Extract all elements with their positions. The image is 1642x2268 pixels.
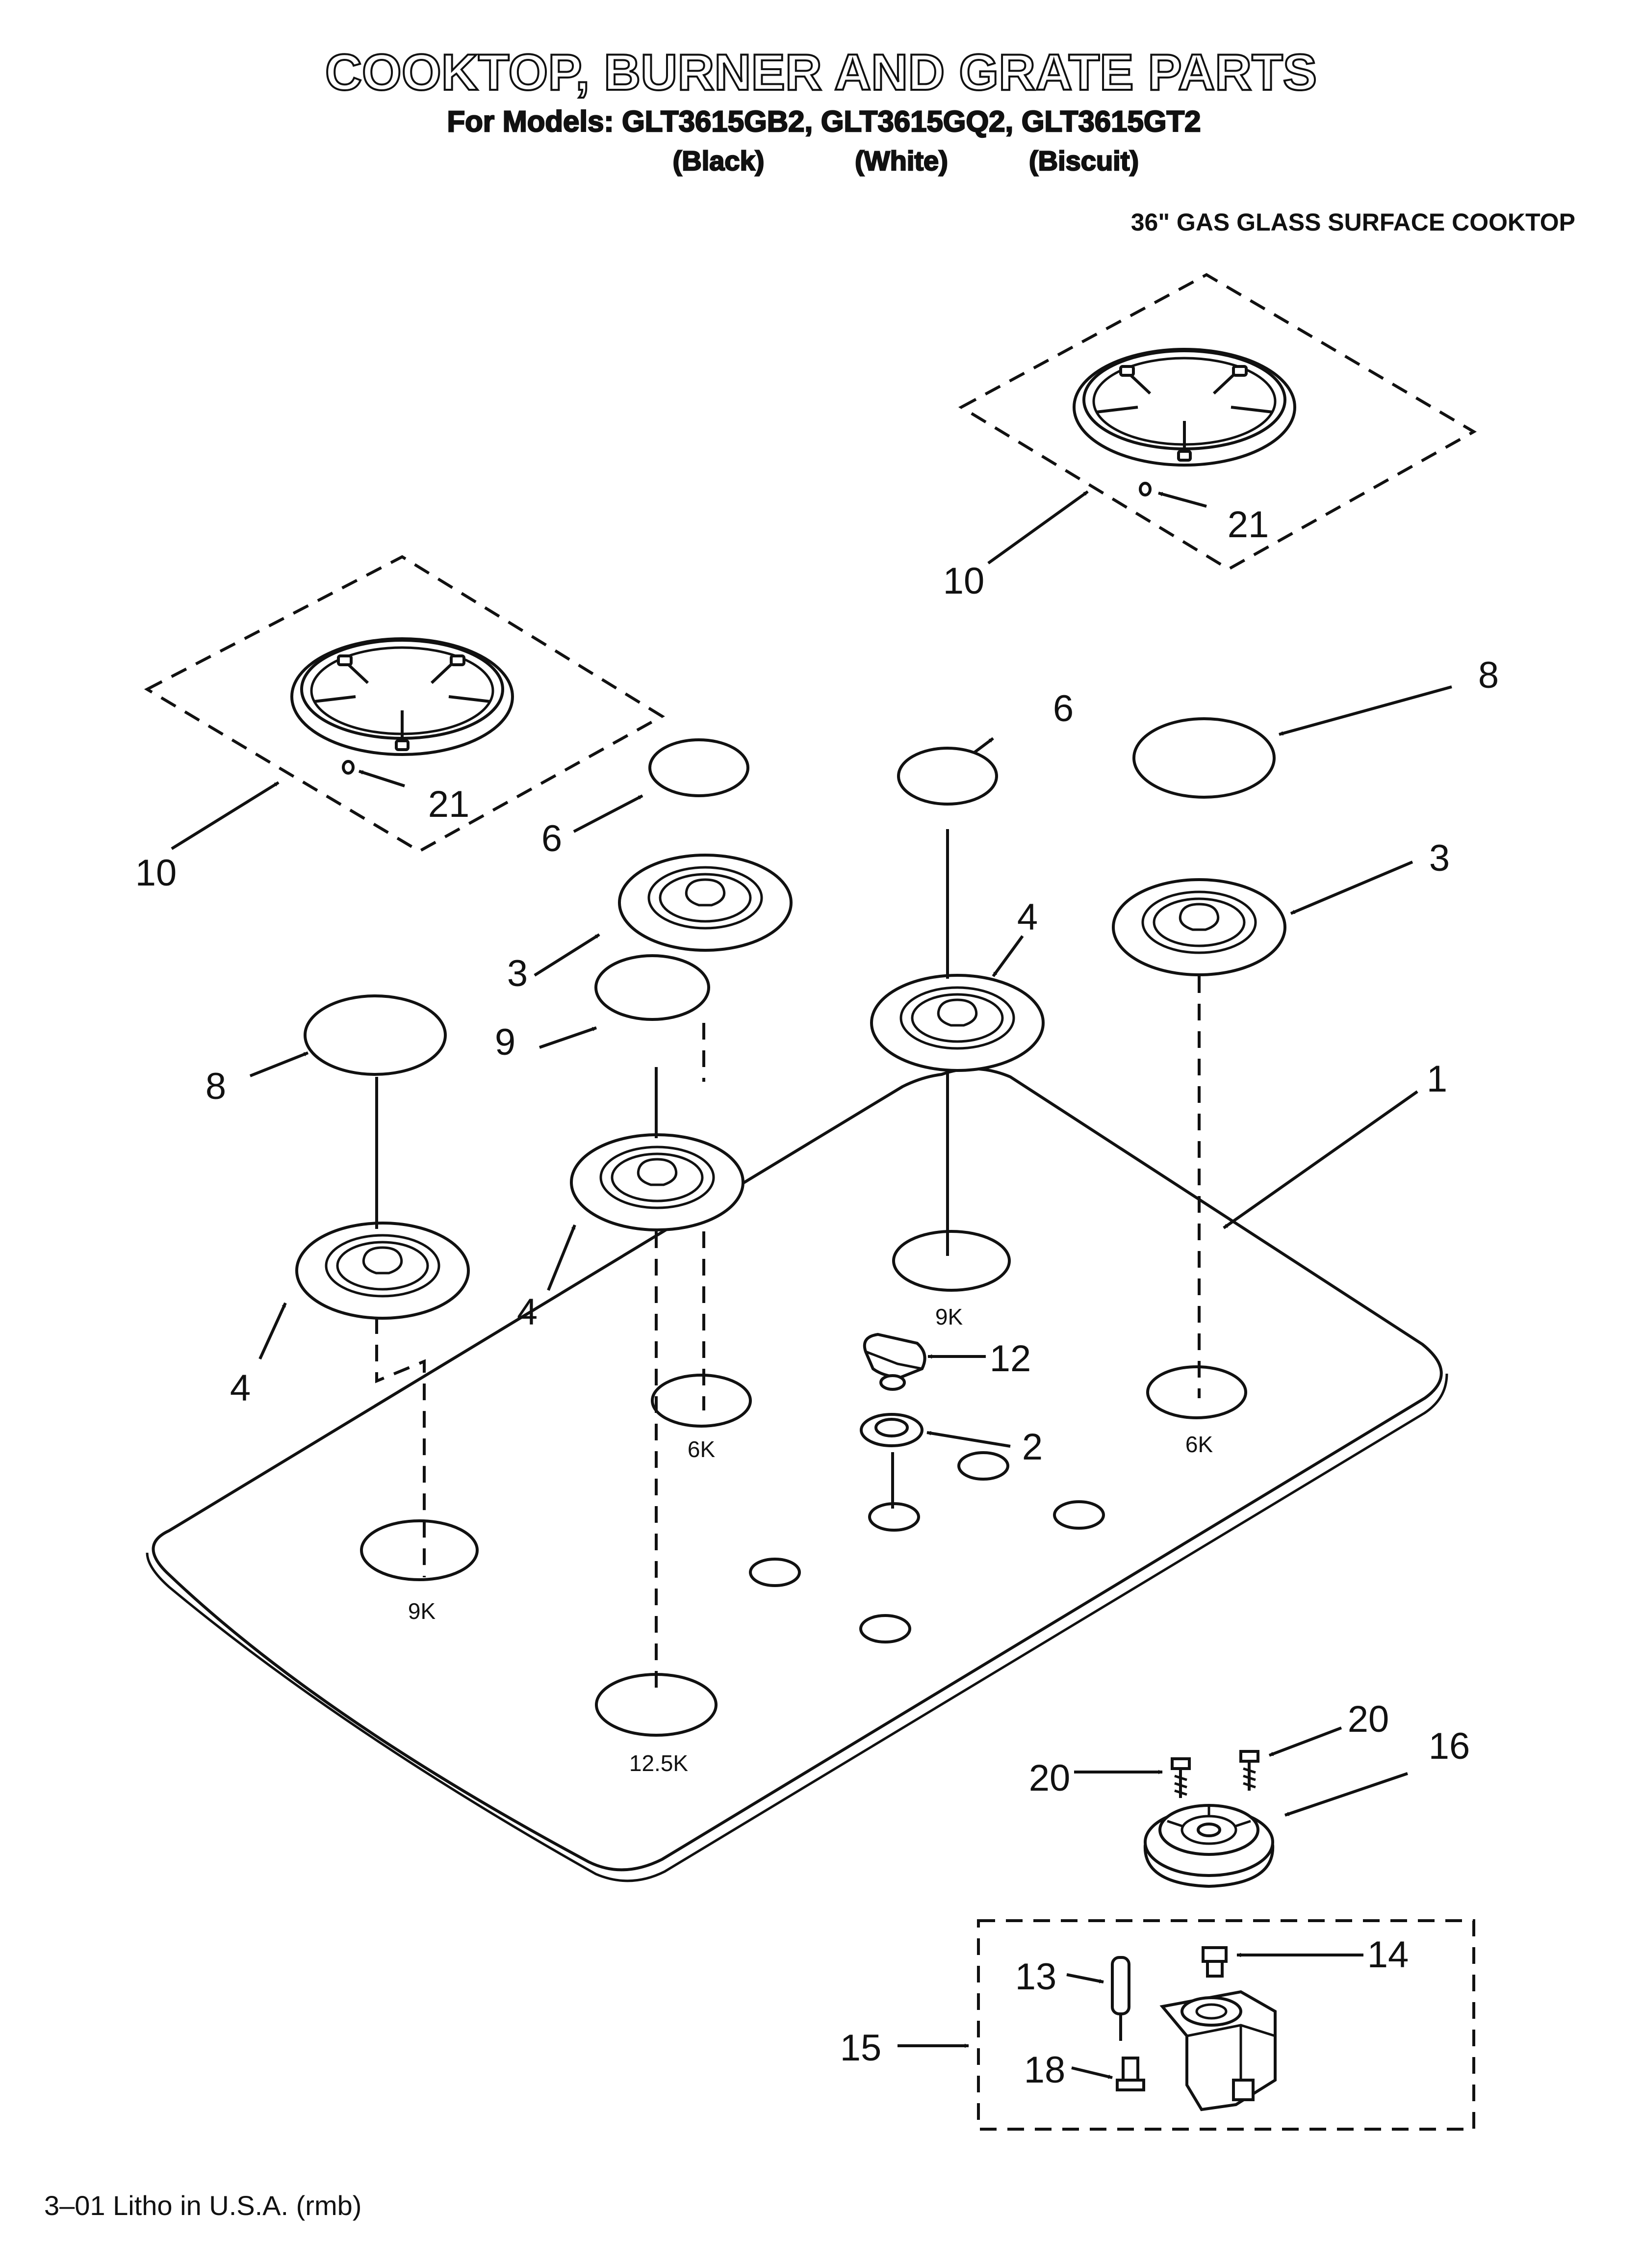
models-line: For Models: GLT3615GB2, GLT3615GQ2, GLT3… (447, 105, 1201, 138)
callout-8-right: 8 (1478, 654, 1499, 696)
knob-bezel (860, 1413, 924, 1447)
callout-3-left: 3 (507, 953, 528, 994)
callout-15: 15 (840, 2027, 882, 2069)
product-subtitle: 36" GAS GLASS SURFACE COOKTOP (1131, 209, 1575, 236)
callout-18: 18 (1024, 2049, 1066, 2091)
burner-base-left (295, 1222, 470, 1320)
burner-cap-large-right (1132, 717, 1276, 799)
callout-16: 16 (1429, 1725, 1470, 1767)
leader-arrows (171, 490, 1452, 2079)
orifice (1202, 1946, 1228, 1978)
color-label-white: (White) (855, 145, 948, 176)
burner-openings (360, 1230, 1247, 1737)
callout-6-left: 6 (541, 818, 562, 860)
cooktop-glass-top (152, 1067, 1443, 1872)
screw-right (1239, 1750, 1259, 1791)
opening-right (1146, 1365, 1247, 1419)
callout-13: 13 (1015, 1956, 1057, 1998)
page-title: COOKTOP, BURNER AND GRATE PARTS (325, 44, 1317, 101)
callout-1: 1 (1427, 1058, 1447, 1100)
callout-20-right: 20 (1348, 1698, 1389, 1740)
spark-electrode (1111, 1956, 1130, 2041)
burner-body-casting (1159, 1990, 1277, 2112)
callout-4-center: 4 (1017, 896, 1038, 938)
burner-base-center (870, 974, 1045, 1072)
callout-4-center-left: 4 (517, 1291, 538, 1333)
callout-10-right: 10 (943, 560, 985, 602)
opening-rear-center (892, 1230, 1011, 1292)
litho-footer: 3–01 Litho in U.S.A. (rmb) (44, 2190, 361, 2221)
callout-3-right: 3 (1429, 837, 1450, 879)
grate-foot-left (342, 760, 355, 775)
opening-left-front (360, 1519, 479, 1581)
screw-left (1171, 1757, 1191, 1798)
color-label-biscuit: (Biscuit) (1029, 145, 1139, 176)
burner-cap-large-left (304, 994, 447, 1076)
grate-left (144, 555, 665, 853)
callout-14: 14 (1367, 1934, 1409, 1976)
color-label-black: (Black) (673, 145, 765, 176)
callout-12: 12 (990, 1338, 1031, 1380)
burner-cap-small-left (648, 738, 749, 797)
opening-center-mid (651, 1374, 752, 1428)
callout-20-left: 20 (1029, 1757, 1071, 1799)
burner-base-center-left (570, 1133, 744, 1231)
callout-9: 9 (495, 1021, 515, 1063)
rating-rear-center: 9K (935, 1304, 963, 1330)
burner-cap-medium (594, 954, 710, 1021)
callout-21-right: 21 (1228, 504, 1269, 546)
grate-right (958, 273, 1477, 571)
callout-2: 2 (1022, 1426, 1043, 1468)
rating-center-front: 12.5K (629, 1750, 689, 1776)
rating-right: 6K (1185, 1432, 1213, 1457)
callout-6-center: 6 (1053, 688, 1074, 730)
control-knob (863, 1332, 926, 1391)
callout-4-left: 4 (230, 1367, 251, 1409)
callout-10-left: 10 (135, 852, 177, 894)
burner-cap-small-center (897, 747, 998, 806)
callout-8-left: 8 (205, 1066, 226, 1107)
burner-head-right (1112, 878, 1286, 976)
grate-foot-right (1139, 482, 1152, 496)
sealed-burner-assembly (1143, 1804, 1275, 1888)
kit-screw (1116, 2057, 1145, 2091)
spark-kit-outline (977, 1919, 1475, 2131)
callout-21-left: 21 (428, 783, 470, 825)
rating-left-front: 9K (408, 1598, 436, 1624)
alignment-lines (375, 829, 1201, 1695)
burner-head-left (618, 854, 793, 952)
cooktop-glass-edge (146, 1373, 1448, 1882)
rating-center-mid: 6K (688, 1436, 716, 1462)
